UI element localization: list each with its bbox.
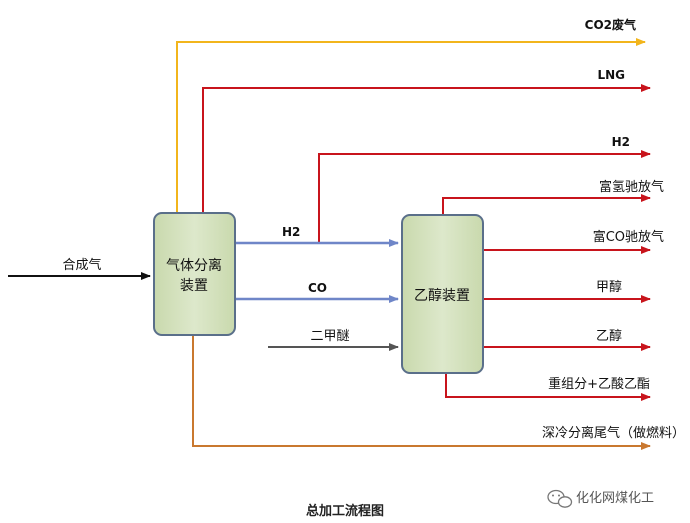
- gas-separation-unit: [153, 212, 236, 336]
- h2-internal-label: H2: [282, 225, 300, 239]
- gas-separation-label-line1: 气体分离: [166, 257, 222, 274]
- watermark-text: 化化网煤化工: [576, 491, 654, 506]
- ethanol-unit: [401, 214, 484, 374]
- dme-label: 二甲醚: [310, 329, 349, 344]
- wechat-icon: [547, 489, 573, 508]
- h2-product-label: H2: [612, 135, 630, 149]
- lng-line: [202, 84, 651, 213]
- diagram-caption: 总加工流程图: [306, 503, 384, 519]
- heavy-fraction-label: 重组分+乙酸乙酯: [548, 376, 650, 392]
- h2-rich-purge-label: 富氢驰放气: [599, 179, 664, 195]
- co2-waste-label: CO2废气: [585, 17, 636, 32]
- h2-product-line: [318, 150, 651, 243]
- lng-label: LNG: [597, 68, 625, 82]
- co-rich-purge-label: 富CO驰放气: [593, 229, 664, 245]
- tail-gas-line: [192, 335, 651, 450]
- co-internal-label: CO: [308, 281, 327, 295]
- gas-separation-label-line2: 装置: [180, 278, 208, 294]
- heavy-fraction-line: [445, 373, 651, 401]
- ethanol-unit-label: 乙醇装置: [414, 287, 470, 304]
- methanol-label: 甲醇: [596, 279, 622, 295]
- watermark: 化化网煤化工: [547, 489, 654, 508]
- ethanol-label: 乙醇: [596, 328, 622, 344]
- tail-gas-label: 深冷分离尾气（做燃料）: [542, 425, 685, 441]
- co2-waste-line: [176, 38, 646, 213]
- h2-rich-purge-line: [442, 194, 651, 215]
- syngas-label: 合成气: [62, 257, 101, 273]
